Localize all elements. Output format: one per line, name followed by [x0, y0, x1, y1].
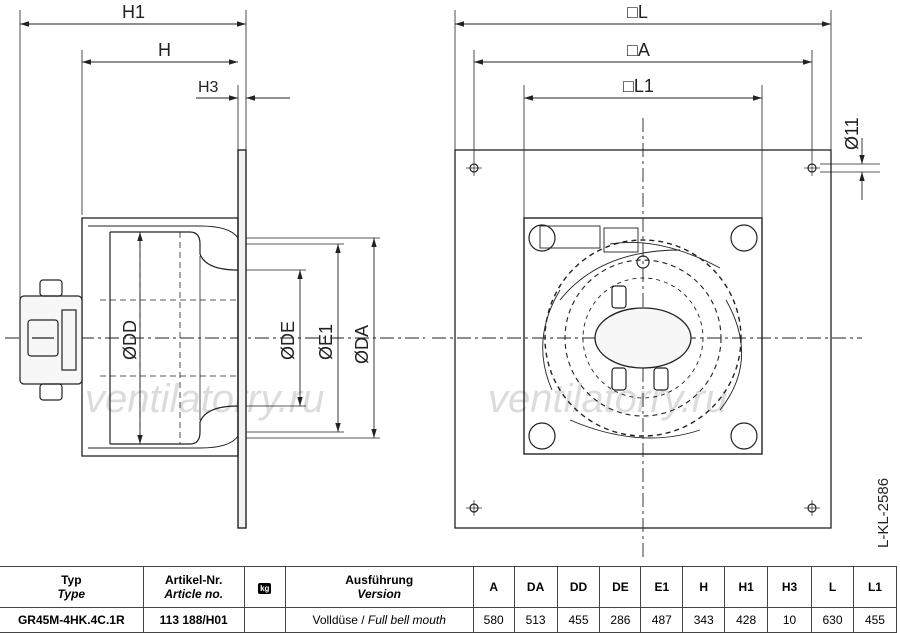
dim-dd-label: ØDD [120, 320, 140, 360]
cell-a: 580 [472, 607, 515, 633]
cell-h: 343 [682, 607, 726, 633]
header-l: L [811, 566, 854, 608]
cell-l1: 455 [852, 607, 898, 633]
header-a: A [472, 566, 515, 608]
cell-h1: 428 [724, 607, 769, 633]
cell-dd: 455 [556, 607, 601, 633]
cell-de: 286 [599, 607, 642, 633]
header-dd: DD [556, 566, 601, 608]
dim-h1-label: H1 [122, 2, 145, 22]
drawing-code: L-KL-2586 [875, 478, 892, 548]
cell-weight [243, 607, 286, 633]
header-e1: E1 [640, 566, 684, 608]
header-h: H [682, 566, 726, 608]
weight-icon: kg [258, 583, 272, 594]
dim-a-label: □A [627, 40, 650, 60]
header-h1: H1 [724, 566, 769, 608]
table-row: GR45M-4HK.4C.1R 113 188/H01 Volldüse / F… [0, 607, 898, 633]
header-de: DE [599, 566, 642, 608]
dim-d11-label: Ø11 [842, 117, 862, 150]
dim-h3-label: H3 [198, 79, 219, 96]
cell-da: 513 [513, 607, 558, 633]
cell-version: Volldüse / Full bell mouth [284, 607, 474, 633]
side-view [5, 10, 425, 529]
header-weight: kg [243, 566, 286, 608]
dim-h-label: H [158, 40, 171, 60]
cell-e1: 487 [640, 607, 684, 633]
cell-article: 113 188/H01 [142, 607, 245, 633]
header-article: Artikel-Nr.Article no. [142, 566, 245, 608]
watermark-right: ventilatorry.ru [488, 377, 727, 421]
dim-e1-label: ØE1 [316, 324, 336, 360]
cell-h3: 10 [767, 607, 813, 633]
header-da: DA [513, 566, 558, 608]
dim-l1-label: □L1 [623, 76, 654, 96]
dim-da-label: ØDA [352, 325, 372, 364]
watermark-left: ventilatorry.ru [85, 377, 324, 421]
dim-de-label: ØDE [278, 321, 298, 360]
dim-l-label: □L [627, 2, 648, 22]
cell-l: 630 [811, 607, 854, 633]
technical-drawing: ventilatorry.ru ventilatorry.ru [5, 2, 892, 558]
front-view [432, 10, 880, 558]
header-h3: H3 [767, 566, 813, 608]
cell-type: GR45M-4HK.4C.1R [0, 607, 144, 633]
header-l1: L1 [852, 566, 898, 608]
